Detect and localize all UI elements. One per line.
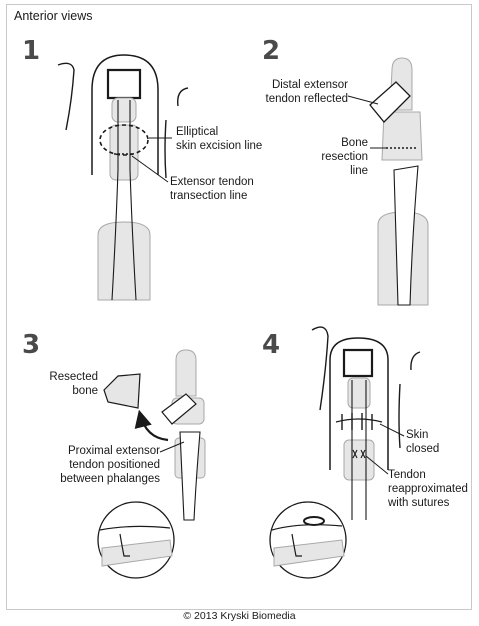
panel-4-adjacent-finger-left (312, 327, 328, 410)
panel-4-distal-phalanx (348, 378, 370, 408)
panel-1-number: 1 (22, 36, 40, 66)
panel-4-number: 4 (262, 330, 280, 360)
label-line: Bone (300, 136, 368, 150)
panel-4-label-skin-closed: Skin closed (406, 428, 439, 456)
panel-4-proximal-phalanx (344, 440, 374, 480)
label-line: resection (300, 150, 368, 164)
panel-2-leader-reflected (348, 96, 378, 104)
label-line: Tendon (388, 468, 468, 482)
panel-1-drawing (58, 55, 188, 300)
panel-1-middle-phalanx (110, 125, 138, 180)
figure-title: Anterior views (14, 9, 93, 23)
panel-1-label-excision: Elliptical skin excision line (176, 125, 262, 153)
panel-1-proximal-phalanx (98, 222, 150, 300)
label-line: Elliptical (176, 125, 262, 139)
panel-3-label-resected-bone: Resected bone (30, 370, 98, 398)
label-line: between phalanges (30, 472, 160, 486)
label-line: Proximal extensor (30, 444, 160, 458)
label-line: Skin (406, 428, 439, 442)
label-line: tendon reflected (250, 92, 348, 106)
panel-1-label-transection: Extensor tendon transection line (170, 175, 254, 203)
panel-3-resected-bone (104, 374, 140, 408)
panel-4-skin-closure-line (336, 419, 382, 422)
panel-4-drawing (270, 327, 420, 578)
panel-3-label-proximal-tendon: Proximal extensor tendon positioned betw… (30, 444, 160, 486)
label-line: closed (406, 442, 439, 456)
label-line: skin excision line (176, 139, 262, 153)
panel-2-label-resection: Bone resection line (300, 136, 368, 178)
label-line: transection line (170, 189, 254, 203)
label-line: tendon positioned (30, 458, 160, 472)
panel-1-adjacent-finger-left (58, 63, 74, 130)
panel-3-proximal-tendon (180, 432, 200, 520)
panel-3-number: 3 (22, 330, 40, 360)
label-line: line (300, 164, 368, 178)
panel-3-curved-arrow (140, 414, 168, 440)
panel-2-drawing (348, 58, 428, 305)
panel-4-skin-sutures (342, 413, 372, 430)
panel-4-detail-circle (270, 502, 346, 578)
panel-2-label-reflected: Distal extensor tendon reflected (250, 78, 348, 106)
panel-2-number: 2 (262, 36, 280, 66)
panel-3-distal-phalanx (176, 350, 196, 396)
panel-4-leader-skin (380, 424, 404, 436)
panel-3-detail-circle (98, 502, 174, 578)
label-line: bone (30, 384, 98, 398)
panel-1-nail (108, 70, 140, 98)
label-line: Extensor tendon (170, 175, 254, 189)
copyright-notice: © 2013 Kryski Biomedia (0, 610, 479, 622)
label-line: with sutures (388, 496, 468, 510)
panel-1-distal-phalanx (112, 98, 136, 122)
panel-4-nail (344, 350, 372, 376)
panel-2-middle-phalanx (382, 112, 422, 160)
panel-4-label-tendon-sutures: Tendon reapproximated with sutures (388, 468, 468, 510)
label-line: reapproximated (388, 482, 468, 496)
label-line: Distal extensor (250, 78, 348, 92)
label-line: Resected (30, 370, 98, 384)
